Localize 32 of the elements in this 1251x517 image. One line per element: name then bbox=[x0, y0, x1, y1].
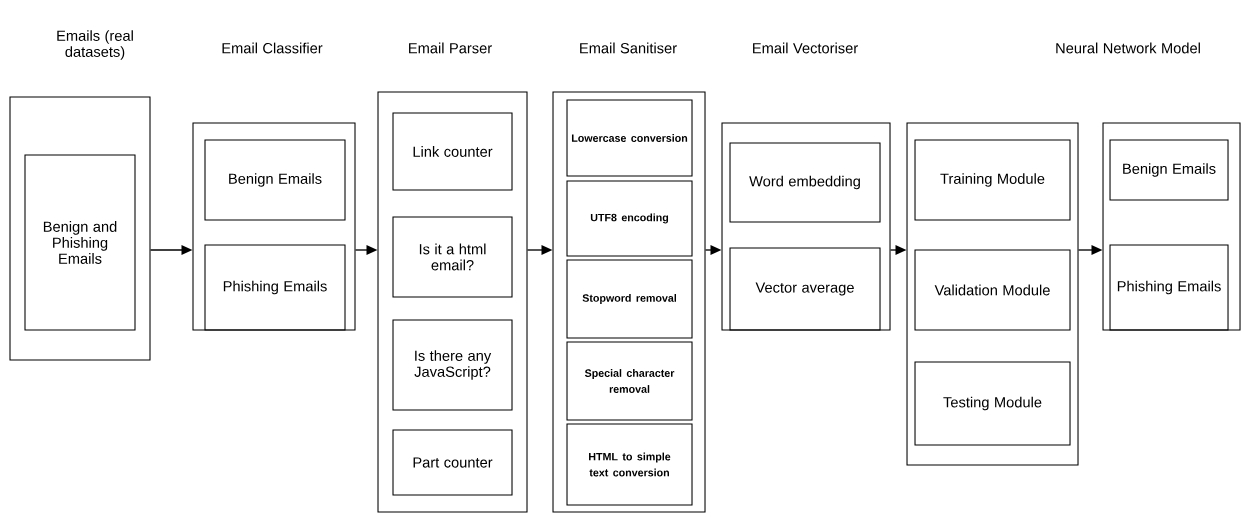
step-box: Validation Module bbox=[914, 249, 1071, 331]
step-box: HTML to simple text conversion bbox=[566, 423, 693, 506]
step-box: Testing Module bbox=[914, 361, 1071, 446]
arrow bbox=[704, 245, 722, 255]
step-box: Is there any JavaScript? bbox=[392, 319, 513, 411]
step-box: Training Module bbox=[914, 139, 1071, 221]
step-box: Phishing Emails bbox=[1109, 244, 1229, 331]
step-box: Benign Emails bbox=[1109, 139, 1229, 201]
stage-heading: Email Sanitiser bbox=[580, 42, 677, 54]
step-box: Stopword removal bbox=[566, 259, 693, 339]
step-box: Special character removal bbox=[566, 341, 693, 421]
arrow bbox=[1077, 245, 1103, 255]
arrow bbox=[526, 245, 553, 255]
step-box: Is it a html email? bbox=[392, 216, 513, 298]
step-box: Part counter bbox=[392, 429, 513, 496]
step-box: Vector average bbox=[729, 247, 881, 331]
arrow bbox=[354, 245, 378, 255]
step-box: Lowercase conversion bbox=[566, 99, 693, 177]
stage-heading: Email Vectoriser bbox=[753, 42, 858, 54]
step-box: Phishing Emails bbox=[204, 244, 346, 331]
stage-heading: Emails (real datasets) bbox=[57, 30, 133, 60]
step-box: Benign and Phishing Emails bbox=[24, 154, 136, 331]
step-box: Word embedding bbox=[729, 142, 881, 223]
arrow bbox=[149, 245, 193, 255]
step-box: UTF8 encoding bbox=[566, 180, 693, 257]
stage-heading: Neural Network Model bbox=[1056, 42, 1200, 54]
stage-heading: Email Classifier bbox=[222, 42, 323, 54]
step-box: Benign Emails bbox=[204, 139, 346, 221]
stage-heading: Email Parser bbox=[409, 42, 492, 54]
step-box: Link counter bbox=[392, 112, 513, 191]
stage-box bbox=[1102, 122, 1241, 331]
arrow bbox=[889, 245, 907, 255]
